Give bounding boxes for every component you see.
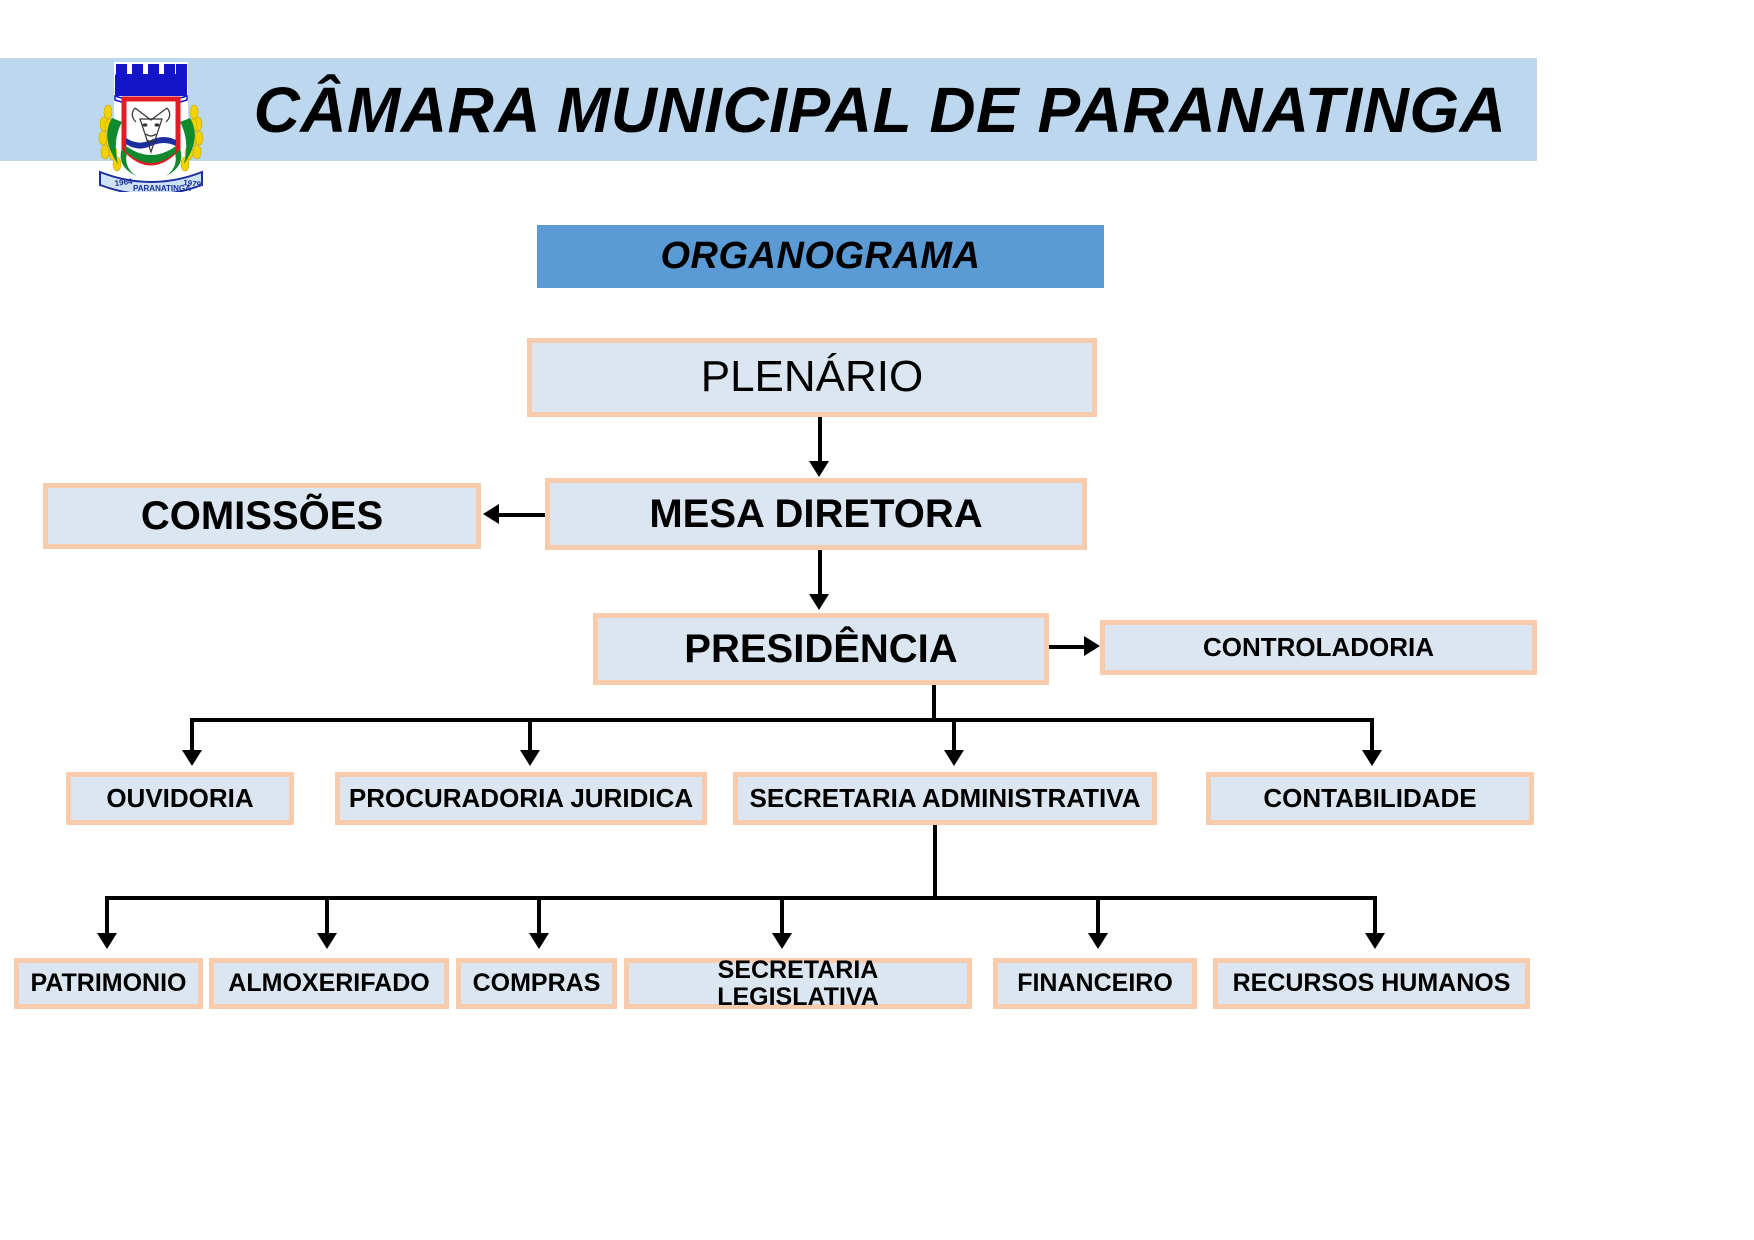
node-secretaria-administrativa[interactable]: SECRETARIA ADMINISTRATIVA (733, 772, 1157, 825)
connector-mesa-presidencia (818, 550, 822, 596)
connector-drop-secretaria-adm (952, 718, 956, 754)
arrowhead-ouvidoria-icon (182, 750, 202, 766)
arrowhead-recursos-humanos-icon (1365, 933, 1385, 949)
connector-drop-recursos-humanos (1373, 896, 1377, 937)
node-patrimonio[interactable]: PATRIMONIO (14, 958, 203, 1009)
svg-text:PARANATINGA: PARANATINGA (133, 184, 191, 192)
page-title: CÂMARA MUNICIPAL DE PARANATINGA (253, 73, 1507, 146)
connector-plenario-mesa (818, 417, 822, 465)
svg-text:1979: 1979 (183, 178, 202, 189)
connector-level3-bus (190, 718, 1370, 722)
arrowhead-financeiro-icon (1088, 933, 1108, 949)
header-band (0, 58, 1537, 161)
node-compras[interactable]: COMPRAS (456, 958, 617, 1009)
node-comissoes[interactable]: COMISSÕES (43, 483, 481, 549)
node-mesa-diretora[interactable]: MESA DIRETORA (545, 478, 1087, 550)
connector-drop-contabilidade (1370, 718, 1374, 754)
connector-drop-financeiro (1096, 896, 1100, 937)
arrowhead-compras-icon (529, 933, 549, 949)
arrowhead-secretaria-legislativa-icon (772, 933, 792, 949)
arrowhead-mesa-comissoes-icon (483, 504, 499, 524)
arrowhead-patrimonio-icon (97, 933, 117, 949)
node-secretaria-legislativa[interactable]: SECRETARIA LEGISLATIVA (624, 957, 972, 1010)
connector-drop-patrimonio (105, 896, 109, 937)
node-plenario[interactable]: PLENÁRIO (527, 338, 1097, 417)
connector-mesa-comissoes (497, 513, 545, 517)
connector-drop-compras (537, 896, 541, 937)
node-financeiro[interactable]: FINANCEIRO (993, 958, 1197, 1009)
connector-drop-procuradoria (528, 718, 532, 754)
node-almoxerifado[interactable]: ALMOXERIFADO (209, 958, 449, 1009)
arrowhead-procuradoria-icon (520, 750, 540, 766)
connector-drop-ouvidoria (190, 718, 194, 754)
node-presidencia[interactable]: PRESIDÊNCIA (593, 613, 1049, 685)
organograma-title-box: ORGANOGRAMA (537, 225, 1104, 288)
node-contabilidade[interactable]: CONTABILIDADE (1206, 772, 1534, 825)
arrowhead-plenario-mesa-icon (809, 461, 829, 477)
svg-text:1964: 1964 (114, 177, 133, 188)
arrowhead-mesa-presidencia-icon (809, 594, 829, 610)
arrowhead-almoxerifado-icon (317, 933, 337, 949)
arrowhead-contabilidade-icon (1362, 750, 1382, 766)
connector-drop-almoxerifado (325, 896, 329, 937)
arrowhead-secretaria-adm-icon (944, 750, 964, 766)
connector-presidencia-controladoria (1049, 645, 1086, 649)
connector-drop-secretaria-legislativa (780, 896, 784, 937)
connector-presidencia-trunk (932, 685, 936, 720)
node-controladoria[interactable]: CONTROLADORIA (1100, 620, 1537, 675)
paranatinga-coat-of-arms-icon: 1964 PARANATINGA 1979 (88, 52, 214, 196)
node-ouvidoria[interactable]: OUVIDORIA (66, 772, 294, 825)
connector-level4-bus (105, 896, 1373, 900)
node-recursos-humanos[interactable]: RECURSOS HUMANOS (1213, 958, 1530, 1009)
connector-secretaria-adm-trunk (933, 825, 937, 898)
arrowhead-presidencia-controladoria-icon (1084, 636, 1100, 656)
node-procuradoria-juridica[interactable]: PROCURADORIA JURIDICA (335, 772, 707, 825)
